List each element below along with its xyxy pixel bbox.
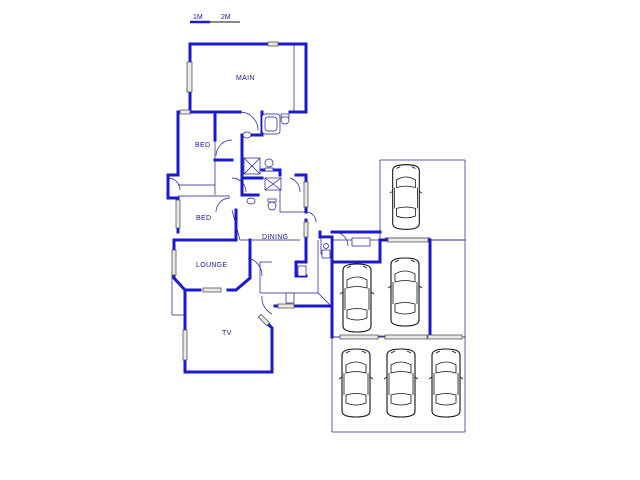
walls [166, 42, 432, 374]
car-4 [338, 348, 374, 418]
room-label-main: MAIN [236, 75, 255, 82]
car-6 [428, 348, 464, 418]
bathroom-fixtures [242, 113, 371, 304]
scale-label-2m: 2M [221, 14, 231, 21]
room-label-bed-1: BED [195, 142, 210, 149]
windows [171, 41, 463, 361]
car-2 [339, 263, 375, 333]
cars [338, 164, 464, 418]
doors [167, 111, 349, 315]
room-labels: MAIN BED BED DINING LOUNGE TV [195, 75, 288, 337]
car-5 [383, 348, 419, 418]
car-3 [387, 257, 423, 327]
car-1 [389, 164, 423, 230]
scale-bar: 1M 2M [190, 14, 240, 24]
scale-label-1m: 1M [193, 14, 203, 21]
room-label-dining: DINING [262, 234, 288, 241]
room-label-bed-2: BED [196, 215, 211, 222]
room-label-lounge: LOUNGE [196, 262, 227, 269]
room-label-tv: TV [222, 330, 232, 337]
